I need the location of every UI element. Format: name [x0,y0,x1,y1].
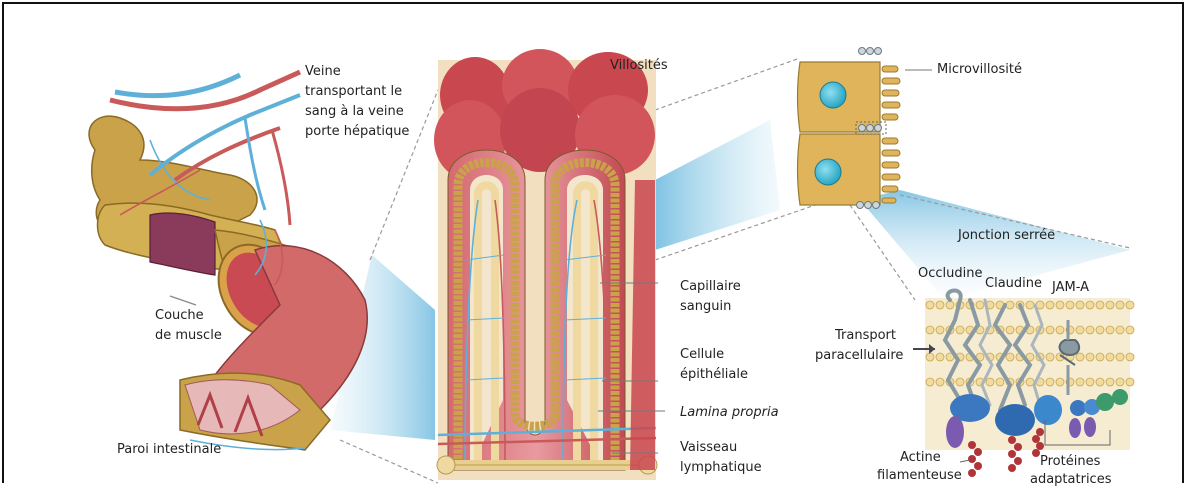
label-proteines-1: Protéines [1040,452,1100,471]
label-jam-a: JAM-A [1052,278,1089,297]
tight-junction-illustration [913,291,1134,477]
label-veine-3: sang à la veine [305,102,404,121]
label-veine-1: Veine [305,62,341,81]
label-vaisseau-1: Vaisseau [680,438,737,457]
label-lamina-propria: Lamina propria [680,403,779,422]
label-villosites: Villosités [610,56,668,75]
label-actine-2: filamenteuse [877,466,962,485]
label-veine-4: porte hépatique [305,122,409,141]
villi-illustration [434,49,665,480]
label-actine-1: Actine [900,448,941,467]
label-veine-2: transportant le [305,82,402,101]
label-transport-1: Transport [835,326,896,345]
epithelial-cells-illustration [798,48,933,209]
label-cellule-1: Cellule [680,345,724,364]
label-claudine: Claudine [985,274,1042,293]
label-transport-2: paracellulaire [815,346,903,365]
label-occludine: Occludine [918,264,982,283]
zoom-beam-villi-to-cells [655,120,780,250]
label-proteines-2: adaptatrices [1030,470,1111,489]
label-couche-2: de muscle [155,326,222,345]
label-vaisseau-2: lymphatique [680,458,762,477]
label-microvillosite: Microvillosité [937,60,1022,79]
label-capillaire-1: Capillaire [680,277,741,296]
label-capillaire-2: sanguin [680,297,731,316]
label-jonction: Jonction serrée [958,226,1055,245]
label-cellule-2: épithéliale [680,365,748,384]
label-couche-1: Couche [155,306,204,325]
label-paroi: Paroi intestinale [117,440,221,459]
